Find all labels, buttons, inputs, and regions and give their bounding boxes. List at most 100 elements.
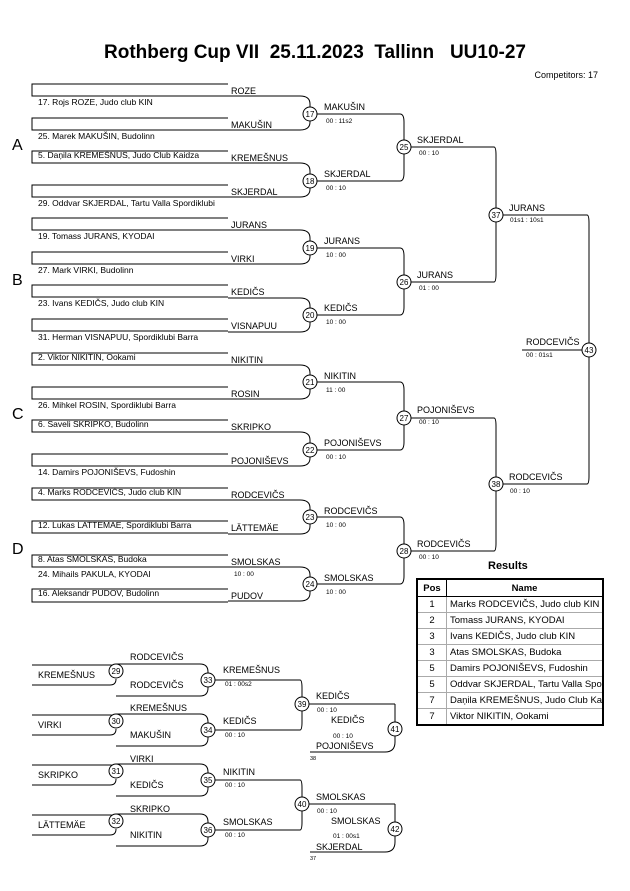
bracket-name: JURANS <box>324 236 360 246</box>
match-number: 28 <box>400 547 409 556</box>
bracket-name: VIRKI <box>130 754 154 764</box>
result-name: Viktor NIKITIN, Ookami <box>446 708 604 726</box>
match-circle <box>302 374 318 390</box>
bracket-name: SKJERDAL <box>231 187 278 197</box>
bracket-name: RODCEVIČS <box>324 506 378 516</box>
bracket-line <box>32 828 117 836</box>
entry-text: 31. Herman VISNAPUU, Spordiklubi Barra <box>38 332 198 342</box>
match-number: 41 <box>391 725 400 734</box>
bracket-line <box>310 803 396 853</box>
match-score: 01 : 00 <box>419 285 439 292</box>
bracket-name: JURANS <box>509 203 545 213</box>
match-score: 00 : 10 <box>419 419 439 426</box>
entry-text: 26. Mihkel ROSIN, Spordiklubi Barra <box>38 400 176 410</box>
match-number: 38 <box>492 480 501 489</box>
match-score: 00 : 10 <box>326 454 346 461</box>
bracket-name: SKJERDAL <box>316 842 363 852</box>
match-score: 00 : 10 <box>317 808 337 815</box>
bracket-name: POJONIŠEVS <box>417 405 475 415</box>
match-circle <box>294 696 310 712</box>
match-number: 27 <box>400 414 409 423</box>
result-name: Ivans KEDIČS, Judo club KIN <box>446 628 604 645</box>
match-circle <box>396 410 412 426</box>
cross-ref: 38 <box>310 756 316 762</box>
bracket-name: RODCEVIČS <box>130 680 184 690</box>
match-score: 00 : 10 <box>333 733 353 740</box>
entry-text: 6. Saveli SKRIPKO, Budolinn <box>38 419 149 429</box>
result-pos: 2 <box>416 612 447 629</box>
entry-text: 8. Atas SMOLSKAS, Budoka <box>38 554 147 564</box>
entry-box <box>31 284 228 298</box>
bracket-name: SKRIPKO <box>130 804 170 814</box>
bracket-name: VISNAPUU <box>231 321 277 331</box>
match-number: 33 <box>204 676 213 685</box>
bracket-name: LÄTTEMÄE <box>38 820 86 830</box>
entry-text: 17. Rojs ROZE, Judo club KIN <box>38 97 153 107</box>
entry-box <box>31 184 228 198</box>
entry-box <box>31 554 228 568</box>
match-circle <box>302 106 318 122</box>
match-circle <box>200 822 216 838</box>
entry-box <box>31 453 228 467</box>
entry-box <box>31 487 228 501</box>
bracket-name: POJONIŠEVS <box>231 456 289 466</box>
entry-text: 23. Ivans KEDIČS, Judo club KIN <box>38 298 164 308</box>
bracket-name: SMOLSKAS <box>324 573 374 583</box>
match-number: 20 <box>306 311 315 320</box>
match-number: 34 <box>204 726 213 735</box>
match-number: 17 <box>306 110 315 119</box>
match-circle <box>488 476 504 492</box>
bracket-name: KEDIČS <box>316 691 350 701</box>
result-name: Daņila KREMEŠNUS, Judo Club Kaidz <box>446 692 604 709</box>
results-header-name: Name <box>446 578 604 597</box>
entry-text: 2. Viktor NIKITIN, Ookami <box>38 352 136 362</box>
bracket-name: SMOLSKAS <box>223 817 273 827</box>
match-number: 26 <box>400 278 409 287</box>
bracket-name: RODCEVIČS <box>231 490 285 500</box>
match-score: 00 : 10 <box>225 732 245 739</box>
match-number: 19 <box>306 244 315 253</box>
match-number: 39 <box>298 700 307 709</box>
bracket-name: SKRIPKO <box>231 422 271 432</box>
match-score: 10 : 00 <box>234 571 254 578</box>
match-score: 11 : 00 <box>326 387 346 394</box>
entry-text: 24. Mihails PAKULA, KYODAI <box>38 569 151 579</box>
result-name: Tomass JURANS, KYODAI <box>446 612 604 629</box>
bracket-name: KREMEŠNUS <box>130 703 187 713</box>
bracket-name: KREMEŠNUS <box>231 153 288 163</box>
cross-ref: 37 <box>310 856 316 862</box>
match-circle <box>108 813 124 829</box>
bracket-name: KEDIČS <box>324 303 358 313</box>
match-score: 10 : 00 <box>326 589 346 596</box>
bracket-name: SKJERDAL <box>417 135 464 145</box>
match-score: 01 : 00s1 <box>333 833 360 840</box>
result-pos: 1 <box>416 596 447 613</box>
bracket-name: MAKUŠIN <box>130 730 171 740</box>
pool-d-label: D <box>12 541 24 558</box>
pool-b-label: B <box>12 272 23 289</box>
bracket-name: NIKITIN <box>223 767 255 777</box>
result-pos: 5 <box>416 676 447 693</box>
match-number: 42 <box>391 825 400 834</box>
match-circle <box>200 772 216 788</box>
pool-c-label: C <box>12 406 24 423</box>
bracket-name: KREMEŠNUS <box>223 665 280 675</box>
bracket-name: NIKITIN <box>130 830 162 840</box>
bracket-line <box>310 703 396 753</box>
bracket-name: POJONIŠEVS <box>324 438 382 448</box>
match-score: 00 : 10 <box>419 150 439 157</box>
match-number: 31 <box>112 767 121 776</box>
match-circle <box>302 442 318 458</box>
entry-text: 16. Aleksandr PUDOV, Budolinn <box>38 588 159 598</box>
bracket-name: ROSIN <box>231 389 260 399</box>
bracket-name: ROZE <box>231 86 256 96</box>
entry-text: 14. Damirs POJONIŠEVS, Fudoshin <box>38 467 176 477</box>
entry-box <box>31 386 228 400</box>
match-circle <box>396 274 412 290</box>
match-number: 43 <box>585 346 594 355</box>
